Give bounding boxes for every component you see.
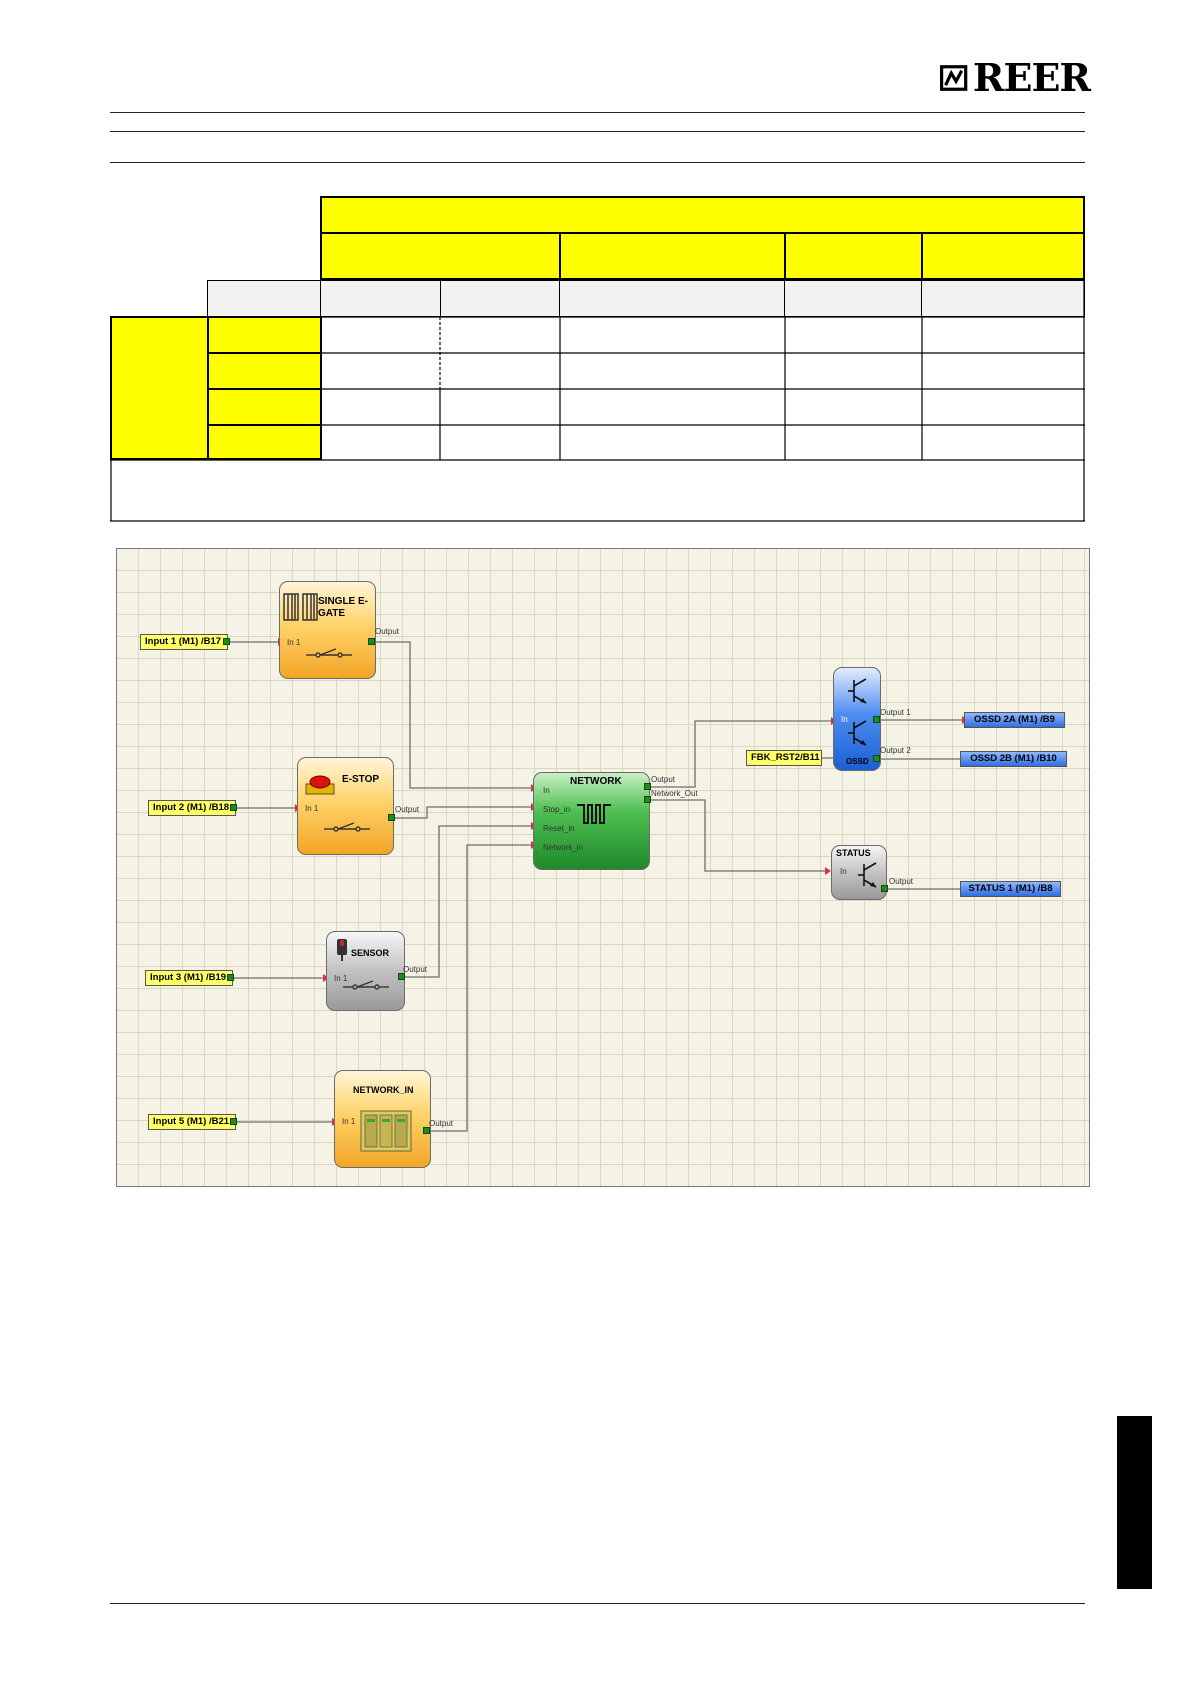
wires: [229, 638, 969, 1132]
ossd-title: OSSD: [846, 757, 869, 766]
table-row-label-4: [207, 424, 322, 460]
status-in-label: In: [840, 867, 847, 876]
sensor-out-port[interactable]: [398, 973, 405, 980]
reer-logo-icon: [940, 65, 968, 91]
status-out-port[interactable]: [881, 885, 888, 892]
input-tag-fbk[interactable]: FBK_RST2/B11: [746, 750, 822, 766]
network-pulse-icon: [577, 804, 611, 824]
header-rule-3: [110, 162, 1085, 163]
switch-icon: [306, 648, 352, 658]
network-in-label: In: [543, 786, 550, 795]
arrow-status-in: [825, 867, 831, 875]
footer-rule: [110, 1603, 1085, 1604]
estop-title: E-STOP: [342, 774, 380, 785]
ossd-out2-label: Output 2: [880, 746, 911, 755]
network-in-in-label: In 1: [342, 1117, 356, 1126]
network-in-block[interactable]: NETWORK_IN In 1: [334, 1070, 431, 1168]
status-out-label: Output: [889, 877, 914, 886]
table-row-label-3: [207, 388, 322, 426]
ossd-out1-label: Output 1: [880, 708, 911, 717]
egate-icon: [283, 593, 318, 621]
table-subheader-1: [320, 280, 441, 317]
transistor-icon: [858, 862, 877, 888]
wire-estop-network: [393, 806, 533, 819]
network-in-out-port[interactable]: [423, 1127, 430, 1134]
egate-in-label: In 1: [287, 638, 301, 647]
ossd-in-label: In: [841, 715, 848, 724]
ossd-out1-port[interactable]: [873, 716, 880, 723]
network-stop-label: Stop_in: [543, 805, 571, 814]
network-in-title: NETWORK_IN: [353, 1085, 414, 1095]
input-tag-1[interactable]: Input 1 (M1) /B17: [140, 634, 228, 650]
sensor-block[interactable]: SENSOR In 1: [326, 931, 405, 1011]
table-subheader-0: [207, 280, 322, 317]
sensor-out-label: Output: [403, 965, 428, 974]
network-in-out-label: Output: [429, 1119, 454, 1128]
table-row-group-label: [110, 316, 209, 460]
table-header-col-3: [784, 232, 923, 280]
table-subheader-4: [784, 280, 923, 317]
wire-network-status: [650, 799, 827, 872]
egate-out-port[interactable]: [368, 638, 375, 645]
wire-sensor-network: [403, 825, 533, 978]
table-subheader-2: [440, 280, 561, 317]
sensor-in-label: In 1: [334, 974, 348, 983]
network-reset-label: Reset_in: [543, 824, 575, 833]
plc-module-icon: [360, 1110, 412, 1152]
status-block[interactable]: STATUS In: [831, 845, 887, 900]
transistor-icon: [848, 678, 867, 704]
switch-icon: [343, 980, 389, 990]
single-egate-block[interactable]: SINGLE E- GATE In 1: [279, 581, 376, 679]
table-row-label-2: [207, 352, 322, 390]
sensor-title: SENSOR: [351, 948, 390, 958]
egate-title-line2: GATE: [318, 608, 346, 619]
input-5-port[interactable]: [230, 1118, 237, 1125]
sensor-icon: [337, 939, 347, 961]
switch-icon: [324, 822, 370, 832]
output-tag-ossd2b[interactable]: OSSD 2B (M1) /B10: [960, 751, 1067, 767]
input-tag-2[interactable]: Input 2 (M1) /B18: [148, 800, 236, 816]
network-netin-label: Network_in: [543, 843, 584, 852]
emergency-stop-icon: [305, 775, 335, 795]
input-tag-5[interactable]: Input 5 (M1) /B21: [148, 1114, 236, 1130]
table-header-col-4: [921, 232, 1085, 280]
status-title: STATUS: [836, 848, 871, 858]
wire-netin-network: [428, 844, 533, 1132]
table-subheader-3: [559, 280, 786, 317]
estop-in-label: In 1: [305, 804, 319, 813]
transistor-icon: [848, 720, 867, 746]
estop-block[interactable]: E-STOP In 1: [297, 757, 394, 855]
logo-text: REER: [972, 55, 1091, 100]
header-rule-1: [110, 112, 1085, 113]
wire-egate-network: [373, 641, 533, 789]
input-tag-3[interactable]: Input 3 (M1) /B19: [145, 970, 233, 986]
output-tag-status1[interactable]: STATUS 1 (M1) /B8: [960, 881, 1061, 897]
input-2-port[interactable]: [230, 804, 237, 811]
estop-out-port[interactable]: [388, 814, 395, 821]
table: [110, 196, 1085, 522]
table-header-col-1: [320, 232, 561, 280]
logic-diagram-canvas[interactable]: Input 1 (M1) /B17 Input 2 (M1) /B18 Inpu…: [116, 548, 1090, 1187]
network-block[interactable]: NETWORK In Stop_in Reset_in Network_in: [533, 772, 650, 870]
side-tab: [1117, 1416, 1152, 1589]
output-tag-ossd2a[interactable]: OSSD 2A (M1) /B9: [964, 712, 1065, 728]
ossd-out2-port[interactable]: [873, 755, 880, 762]
network-title: NETWORK: [570, 776, 622, 787]
reer-logo: REER: [940, 55, 1091, 100]
network-out-port[interactable]: [644, 783, 651, 790]
input-3-port[interactable]: [227, 974, 234, 981]
table-subheader-5: [921, 280, 1085, 317]
header-rule-2: [110, 131, 1085, 132]
input-1-port[interactable]: [223, 638, 230, 645]
network-netout-label: Network_Out: [651, 789, 698, 798]
wire-network-ossd: [650, 720, 833, 788]
table-grid: [110, 196, 1085, 522]
egate-title-line1: SINGLE E-: [318, 596, 369, 607]
network-out-label: Output: [651, 775, 676, 784]
network-netout-port[interactable]: [644, 796, 651, 803]
egate-out-label: Output: [375, 627, 400, 636]
estop-out-label: Output: [395, 805, 420, 814]
